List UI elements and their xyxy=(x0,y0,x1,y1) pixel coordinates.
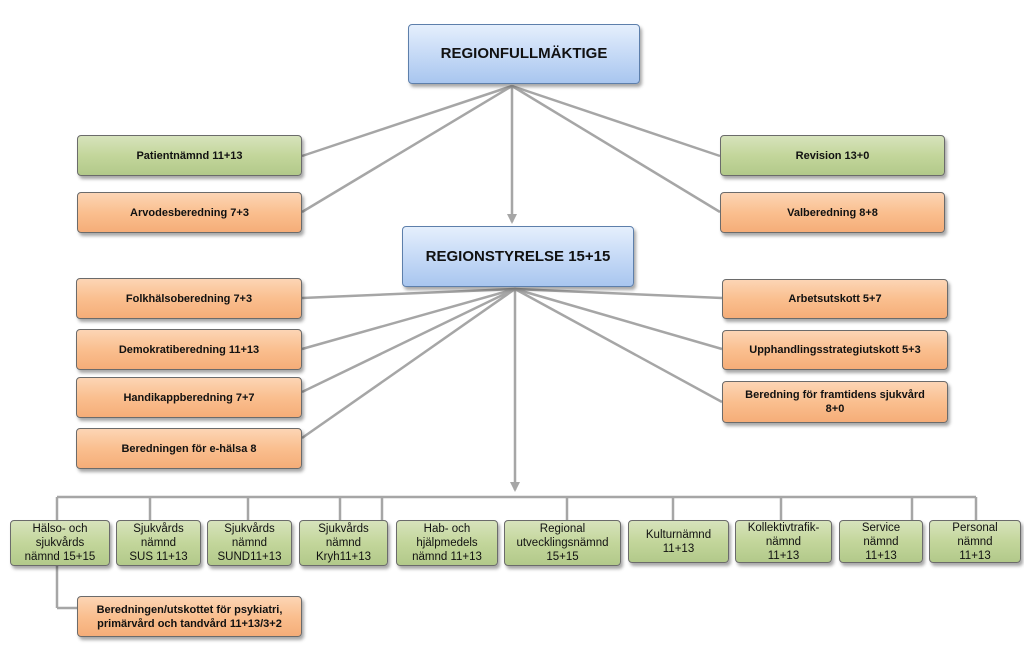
committee-regional-utveckling: Regional utvecklingsnämnd 15+15 xyxy=(504,520,621,566)
revision-box: Revision 13+0 xyxy=(720,135,945,176)
framtidens-sjukvard-beredning-box: Beredning för framtidens sjukvård 8+0 xyxy=(722,381,948,423)
committee-sjukvard-sund: Sjukvårds nämnd SUND11+13 xyxy=(207,520,292,566)
connector-line xyxy=(511,84,721,158)
demokratiberedning-box: Demokratiberedning 11+13 xyxy=(76,329,302,370)
committee-kollektivtrafik: Kollektivtrafik- nämnd 11+13 xyxy=(735,520,832,563)
connector-line xyxy=(514,287,723,404)
e-halsa-beredning-box: Beredningen för e-hälsa 8 xyxy=(76,428,302,469)
connector-line xyxy=(301,287,516,300)
arbetsutskott-box: Arbetsutskott 5+7 xyxy=(722,279,948,319)
handikappberedning-box: Handikappberedning 7+7 xyxy=(76,377,302,418)
psykiatri-beredning-box: Beredningen/utskottet för psykiatri, pri… xyxy=(77,596,302,637)
committee-service: Service nämnd 11+13 xyxy=(839,520,923,563)
connector-line xyxy=(514,287,723,351)
connector-line xyxy=(301,84,513,158)
regionfullmaktige-box: REGIONFULLMÄKTIGE xyxy=(408,24,640,84)
committee-sjukvard-sus: Sjukvårds nämnd SUS 11+13 xyxy=(116,520,201,566)
committee-sjukvard-kryh: Sjukvårds nämnd Kryh11+13 xyxy=(299,520,388,566)
upphandlingsstrategiutskott-box: Upphandlingsstrategiutskott 5+3 xyxy=(722,330,948,370)
connector-line xyxy=(301,287,516,351)
valberedning-box: Valberedning 8+8 xyxy=(720,192,945,233)
committee-personal: Personal nämnd 11+13 xyxy=(929,520,1021,563)
committee-hab-hjalpmedel: Hab- och hjälpmedels nämnd 11+13 xyxy=(396,520,498,566)
arvodesberedning-box: Arvodesberedning 7+3 xyxy=(77,192,302,233)
connector-line xyxy=(301,287,516,440)
connector-line xyxy=(514,287,723,300)
committee-halso-sjukvard: Hälso- och sjukvårds nämnd 15+15 xyxy=(10,520,110,566)
connector-line xyxy=(511,84,721,214)
committee-kultur: Kulturnämnd 11+13 xyxy=(628,520,729,563)
connector-line xyxy=(301,84,513,214)
connector-line xyxy=(301,287,516,394)
folkhalsoberedning-box: Folkhälsoberedning 7+3 xyxy=(76,278,302,319)
regionstyrelse-box: REGIONSTYRELSE 15+15 xyxy=(402,226,634,287)
patientnamnd-box: Patientnämnd 11+13 xyxy=(77,135,302,176)
